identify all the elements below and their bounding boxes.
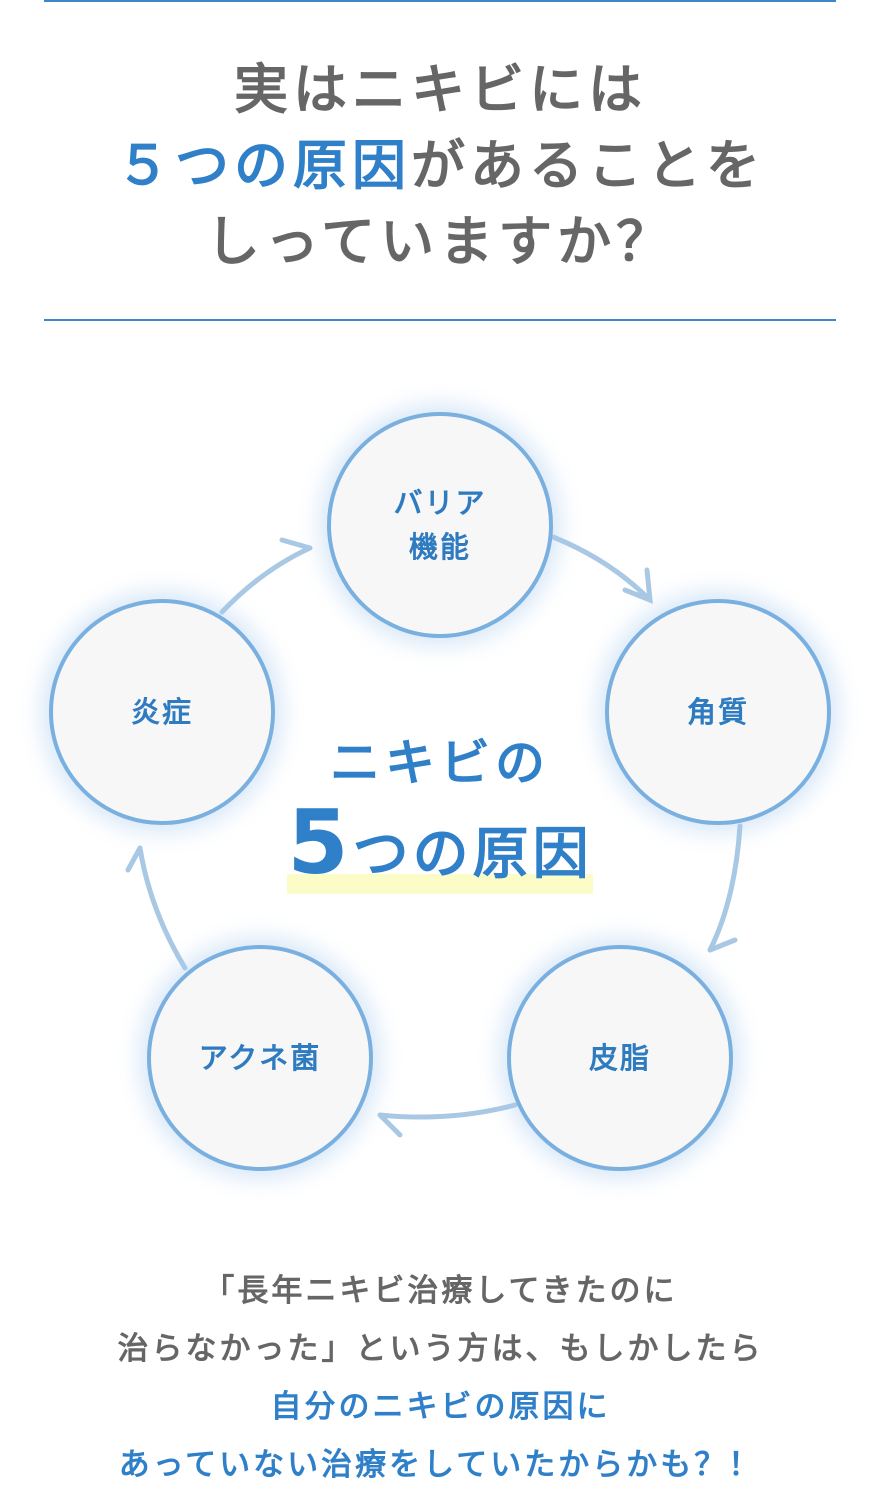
- arrow-icon: [550, 534, 653, 604]
- arrow-icon: [707, 823, 743, 953]
- cause-label: アクネ菌: [198, 1041, 322, 1075]
- heading-line-3: しっていますか？: [205, 210, 676, 273]
- top-divider: [44, 0, 836, 2]
- cause-keratin: 角質: [605, 599, 831, 825]
- message-line-3: 自分のニキビの原因に: [270, 1389, 611, 1425]
- message-line-4: あっていない治療をしていたからかも？！: [118, 1447, 763, 1483]
- heading-line-2: ５つの原因があることを: [0, 128, 881, 204]
- message-text: 「長年ニキビ治療してきたのに 治らなかった」という方は、もしかしたら 自分のニキ…: [0, 1262, 881, 1494]
- cause-label: 角質: [686, 695, 749, 729]
- arrow-icon: [377, 1102, 518, 1138]
- arrow-icon: [125, 845, 188, 971]
- arrow-icon: [219, 537, 313, 615]
- heading-highlight: ５つの原因: [116, 134, 411, 197]
- cause-barrier-function: バリア機能: [327, 412, 553, 638]
- message-line-1: 「長年ニキビ治療してきたのに: [203, 1273, 678, 1309]
- cause-label: 炎症: [130, 695, 193, 729]
- cause-sebum: 皮脂: [507, 945, 733, 1171]
- heading-line-2-rest: があることを: [411, 134, 765, 197]
- message-line-2: 治らなかった」という方は、もしかしたら: [117, 1331, 764, 1367]
- highlight-marker: [287, 874, 593, 894]
- center-rest: つの原因: [352, 822, 593, 887]
- cause-acne-bacteria: アクネ菌: [147, 945, 373, 1171]
- cause-inflammation: 炎症: [49, 599, 275, 825]
- center-number: 5: [287, 791, 353, 894]
- diagram-center-title: ニキビの 5つの原因: [240, 728, 640, 900]
- cause-label: バリア: [393, 486, 487, 520]
- page-heading: 実はニキビには ５つの原因があることを しっていますか？: [0, 52, 881, 280]
- center-line-2: 5つの原因: [287, 798, 593, 900]
- cause-label: 皮脂: [588, 1041, 651, 1075]
- heading-line-1: 実はニキビには: [234, 58, 647, 121]
- center-line-1: ニキビの: [330, 734, 550, 792]
- bottom-divider: [44, 319, 836, 321]
- cause-label: 機能: [408, 530, 471, 564]
